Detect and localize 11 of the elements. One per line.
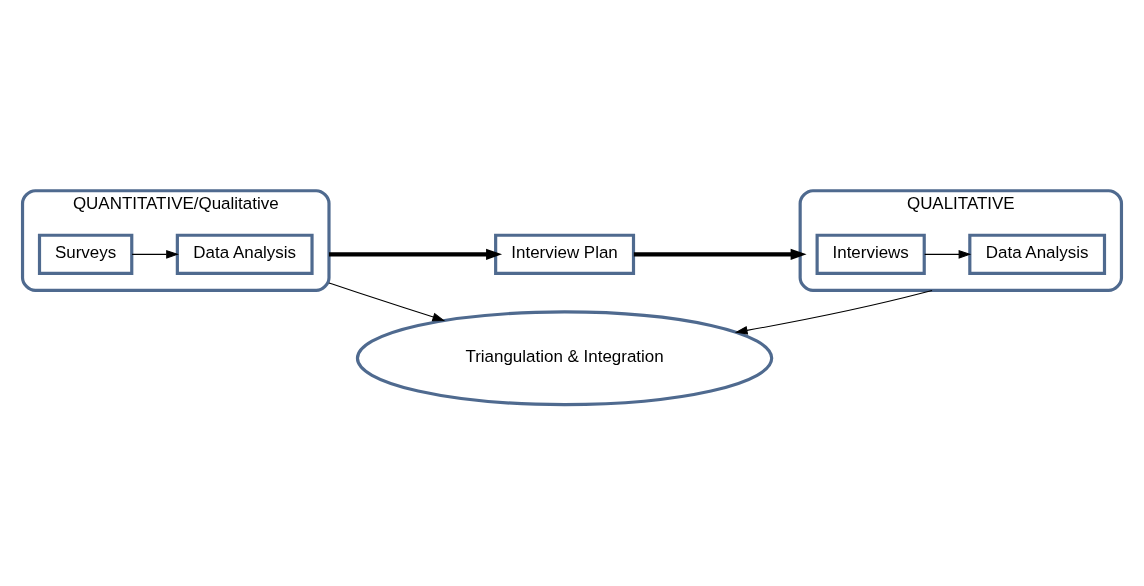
arrow [633,248,807,260]
node-box: Surveys [37,233,134,275]
node-box: Interviews [815,233,926,275]
arrow [734,289,933,335]
node-box: Interview Plan [494,233,636,275]
node-box: Data Analysis [175,233,314,275]
arrow [329,248,503,260]
node-box: Data Analysis [968,233,1107,275]
arrow [131,249,179,259]
arrow [924,249,972,259]
arrow [328,281,446,321]
